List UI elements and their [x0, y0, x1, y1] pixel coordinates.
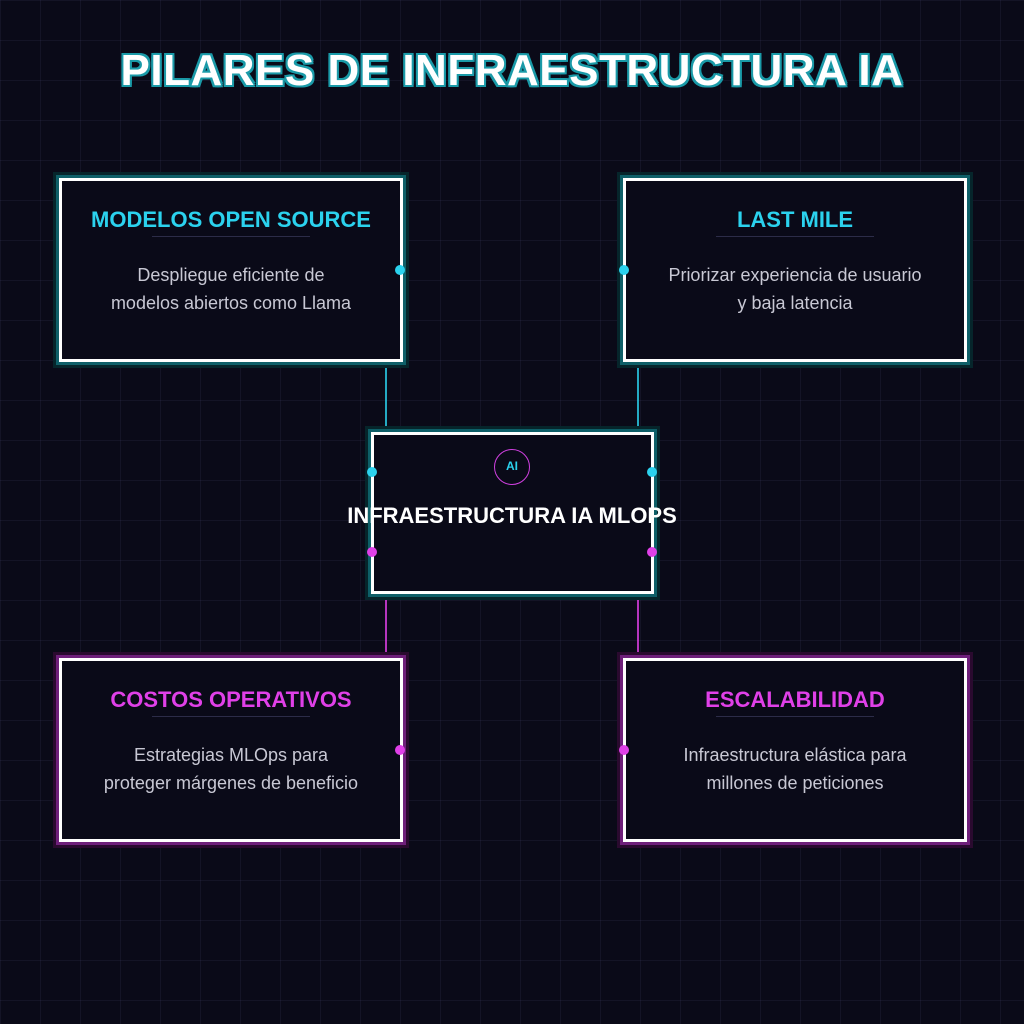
connector-dot [647, 467, 657, 477]
pillar-divider [716, 716, 874, 717]
pillar-card-costos-operativos: COSTOS OPERATIVOS Estrategias MLOps para… [59, 658, 403, 842]
pillar-description: Priorizar experiencia de usuario y baja … [668, 265, 922, 313]
pillar-card-last-mile: LAST MILE Priorizar experiencia de usuar… [623, 178, 967, 362]
pillar-card-open-source: MODELOS OPEN SOURCE Despliegue eficiente… [59, 178, 403, 362]
diagram-title: PILARES DE INFRAESTRUCTURA IA [120, 46, 904, 95]
center-hub-card: AI [371, 432, 654, 594]
pillar-description: Infraestructura elástica para millones d… [683, 745, 907, 793]
connector-dot [367, 467, 377, 477]
pillar-title: LAST MILE [736, 207, 854, 232]
pillar-title: COSTOS OPERATIVOS [110, 687, 352, 712]
pillar-divider [716, 236, 874, 237]
pillar-title: ESCALABILIDAD [705, 687, 885, 712]
connector-dot [395, 265, 405, 275]
connector-dot [619, 265, 629, 275]
pillar-card-escalabilidad: ESCALABILIDAD Infraestructura elástica p… [623, 658, 967, 842]
connector-dot [619, 745, 629, 755]
pillar-divider [152, 716, 310, 717]
ai-badge-icon: AI [494, 449, 530, 485]
connector-dot [395, 745, 405, 755]
connector-dot [367, 547, 377, 557]
pillar-divider [152, 236, 310, 237]
center-hub-label: INFRAESTRUCTURA IA MLOPS [347, 503, 677, 528]
pillar-description: Estrategias MLOps para proteger márgenes… [103, 745, 359, 793]
pillar-title: MODELOS OPEN SOURCE [91, 207, 371, 232]
pillar-description: Despliegue eficiente de modelos abiertos… [110, 265, 352, 313]
connector-dot [647, 547, 657, 557]
